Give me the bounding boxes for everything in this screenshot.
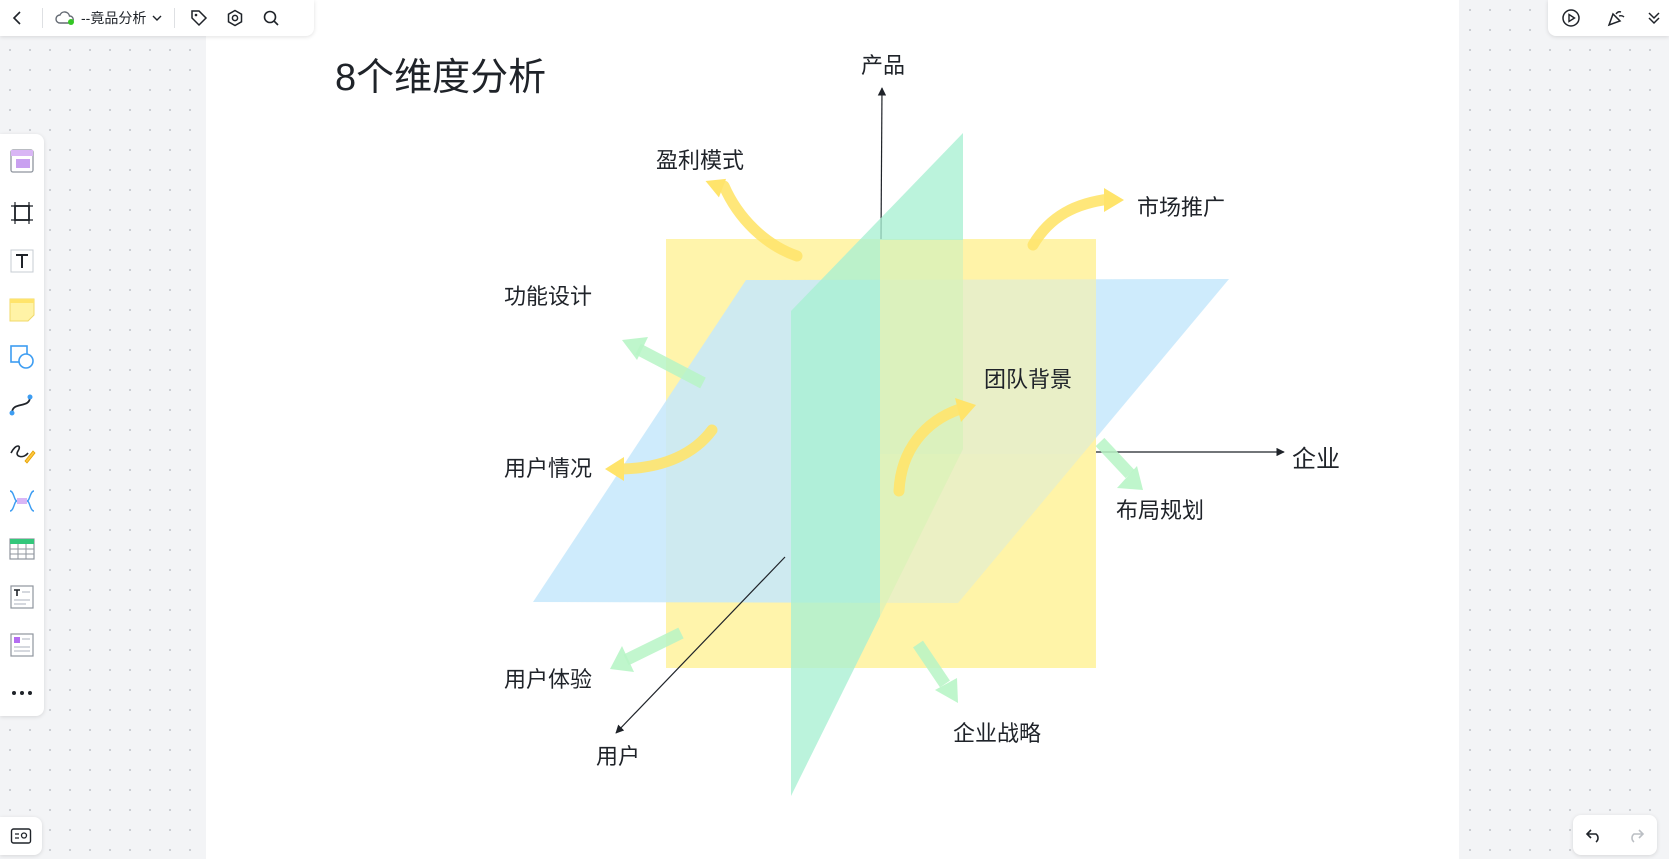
double-chevron-down-icon: [1647, 12, 1660, 25]
product-axis: [877, 87, 887, 241]
frame-icon: [11, 202, 33, 224]
chevron-left-icon: [12, 11, 21, 25]
back-button[interactable]: [0, 0, 36, 36]
doc-title: --竟品分析: [81, 10, 147, 26]
settings-button[interactable]: [217, 0, 253, 36]
connector-tool[interactable]: [5, 388, 39, 422]
arrow-user-situation: [605, 424, 718, 481]
label-enterprise-strategy[interactable]: 企业战略: [953, 721, 1042, 746]
label-user-experience[interactable]: 用户体验: [504, 667, 593, 692]
arrow-enterprise-strategy: [913, 640, 958, 703]
redo-icon: [1631, 829, 1645, 843]
map-location-icon: [10, 828, 32, 844]
text-card-tool[interactable]: [5, 580, 39, 614]
gear-icon: [228, 9, 243, 27]
arrow-function-design: [622, 337, 706, 389]
axis-label-product[interactable]: 产品: [861, 53, 906, 78]
label-user-situation[interactable]: 用户情况: [504, 456, 593, 481]
label-team-background[interactable]: 团队背景: [984, 367, 1073, 392]
tag-icon: [191, 10, 208, 27]
undo-button[interactable]: [1576, 817, 1612, 853]
redo-button[interactable]: [1618, 817, 1654, 853]
undo-icon: [1585, 829, 1599, 843]
present-button[interactable]: [1553, 0, 1589, 36]
arrow-market-promotion: [1027, 188, 1124, 251]
search-icon: [264, 10, 279, 26]
shape-icon: [10, 345, 34, 369]
more-options-button[interactable]: [1643, 0, 1665, 36]
pen-tool[interactable]: [5, 436, 39, 470]
top-toolbar: --竟品分析: [0, 0, 314, 36]
divider: [42, 8, 43, 28]
yellow-plane-front: [880, 454, 1095, 668]
search-button[interactable]: [253, 0, 289, 36]
play-circle-icon: [1561, 9, 1580, 27]
label-market-promotion[interactable]: 市场推广: [1137, 195, 1226, 220]
sticky-note-icon: [9, 298, 35, 322]
yellow-plane-top-right: [880, 240, 1096, 454]
tag-button[interactable]: [181, 0, 217, 36]
doc-title-dropdown[interactable]: --竟品分析: [49, 8, 168, 28]
more-dots-icon: [12, 691, 32, 695]
label-function-design[interactable]: 功能设计: [504, 284, 593, 309]
template-icon: [10, 149, 34, 173]
divider: [174, 8, 176, 28]
chevron-down-icon: [152, 15, 162, 21]
more-tools-button[interactable]: [5, 676, 39, 710]
history-controls: [1573, 815, 1657, 855]
pen-icon: [10, 445, 36, 464]
label-profit-model[interactable]: 盈利模式: [656, 148, 745, 173]
text-tool[interactable]: [5, 244, 39, 278]
arrow-profit-model: [705, 178, 803, 262]
label-layout-planning[interactable]: 布局规划: [1116, 498, 1205, 523]
axis-label-enterprise[interactable]: 企业: [1292, 446, 1340, 473]
card-tool[interactable]: [5, 628, 39, 662]
mindmap-tool[interactable]: [5, 484, 39, 518]
arrow-layout-planning: [1095, 437, 1143, 490]
card-icon: [10, 633, 34, 657]
frame-tool[interactable]: [5, 196, 39, 230]
template-tool[interactable]: [5, 144, 39, 178]
sticky-note-tool[interactable]: [5, 292, 39, 326]
left-toolbar: [0, 134, 44, 716]
top-right-toolbar: [1548, 0, 1669, 36]
arrow-user-experience: [610, 627, 684, 672]
mindmap-icon: [9, 490, 35, 512]
text-icon: [10, 249, 34, 273]
celebrate-button[interactable]: [1598, 0, 1634, 36]
axis-label-user[interactable]: 用户: [596, 744, 641, 769]
user-axis: [615, 556, 786, 734]
cloud-synced-icon: [55, 11, 74, 25]
table-tool[interactable]: [5, 532, 39, 566]
connector-line-icon: [9, 394, 33, 416]
shape-tool[interactable]: [5, 340, 39, 374]
text-card-icon: [10, 585, 34, 609]
table-icon: [9, 538, 35, 560]
minimap-button[interactable]: [0, 817, 42, 855]
arrow-team-background: [893, 398, 976, 497]
party-popper-icon: [1607, 11, 1624, 27]
board-title[interactable]: 8个维度分析: [335, 57, 547, 99]
